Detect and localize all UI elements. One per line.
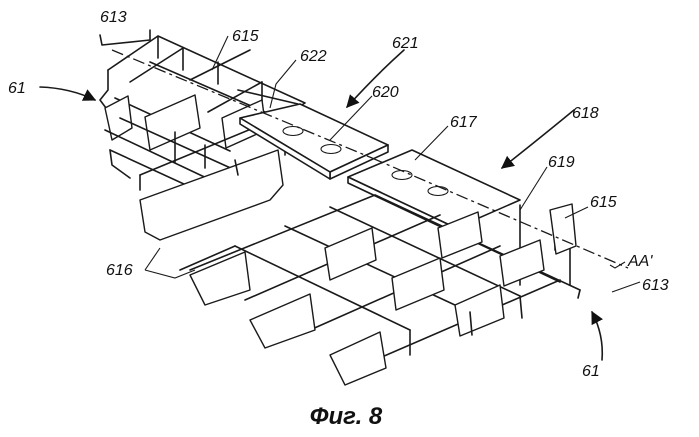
leader-lines [40, 30, 640, 360]
lower-grid-module [180, 195, 580, 385]
plate-617 [348, 150, 520, 234]
label-622: 622 [300, 48, 327, 65]
label-615-top: 615 [232, 28, 259, 45]
label-620: 620 [372, 84, 399, 101]
label-618: 618 [572, 105, 599, 122]
reference-labels: 613 615 622 621 620 61 617 618 619 615 6… [8, 9, 669, 380]
label-613-top: 613 [100, 9, 127, 26]
label-615-right: 615 [590, 194, 617, 211]
figure-caption: Фиг. 8 [310, 403, 383, 430]
label-61-left: 61 [8, 80, 26, 97]
label-621: 621 [392, 35, 419, 52]
label-619: 619 [548, 154, 575, 171]
label-617: 617 [450, 114, 478, 131]
label-61-bottom: 61 [582, 363, 600, 380]
label-613-bottom: 613 [642, 277, 669, 294]
label-616: 616 [106, 262, 133, 279]
label-aa-prime: AA' [627, 253, 653, 270]
